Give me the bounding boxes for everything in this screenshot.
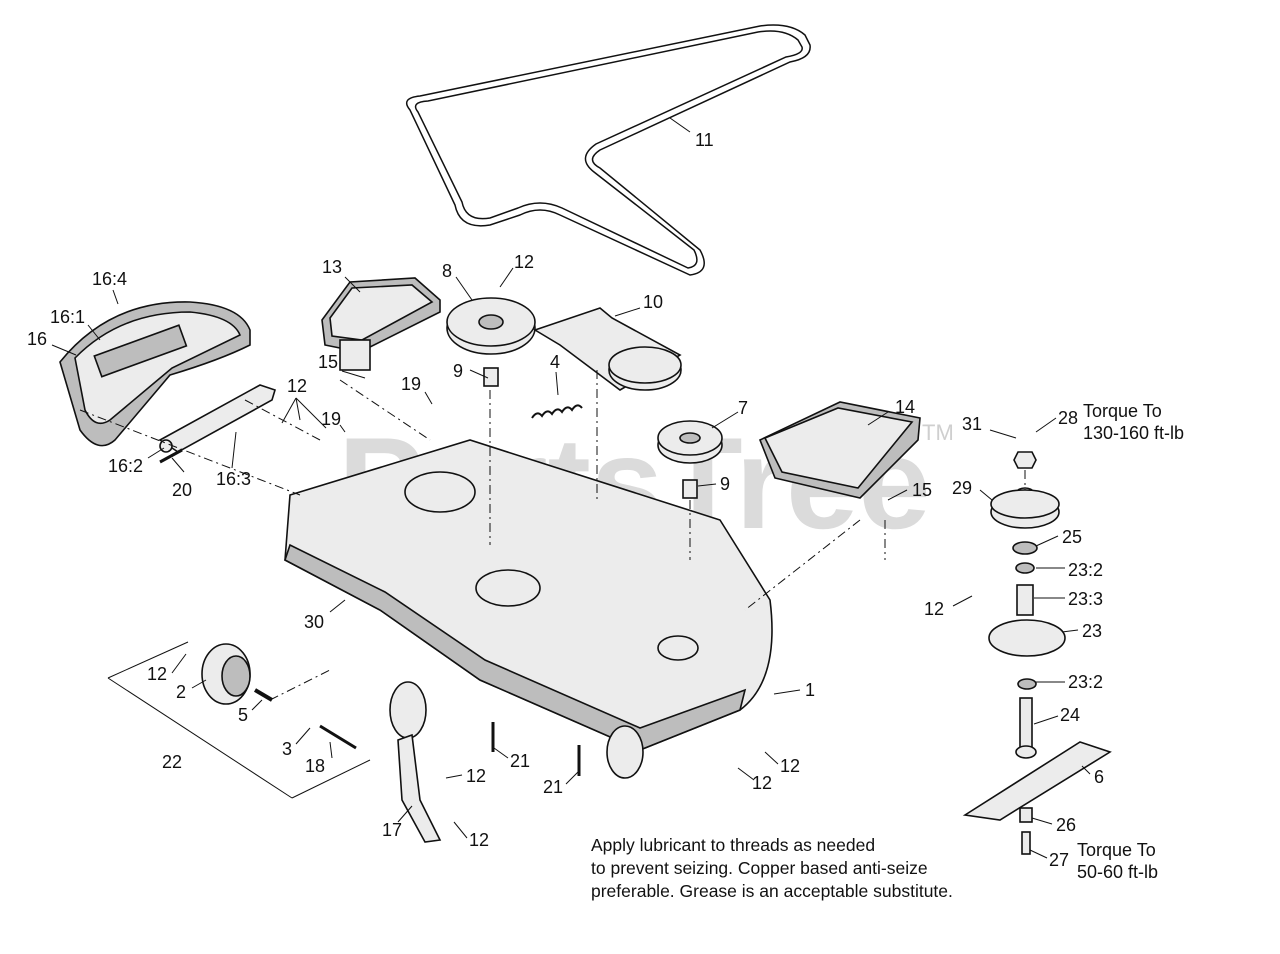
wheel-bracket-17	[397, 733, 442, 843]
torque-note-top: Torque To 130-160 ft-lb	[1083, 401, 1184, 443]
pulley-8	[446, 297, 536, 387]
callout-2: 2	[176, 682, 186, 702]
callout-16: 16	[27, 329, 47, 349]
callout-20: 20	[172, 480, 192, 500]
callout-15: 15	[318, 352, 338, 372]
lubricant-note-line2: to prevent seizing. Copper based anti-se…	[591, 858, 928, 878]
callout-12: 12	[287, 376, 307, 396]
callout-6: 6	[1094, 767, 1104, 787]
bracket-22	[107, 641, 371, 799]
callout-12: 12	[466, 766, 486, 786]
pin-20	[159, 448, 183, 464]
callout-labels: 11 13 8 12 10 16:4 16:1 16 15 9 4 12 19 …	[27, 130, 1104, 870]
idler-spring	[531, 404, 583, 419]
callout-12: 12	[514, 252, 534, 272]
deck-wheel	[389, 681, 644, 779]
callout-8: 8	[442, 261, 452, 281]
spindle-assembly	[962, 451, 1112, 855]
callout-18: 18	[305, 756, 325, 776]
alignment-lines	[79, 370, 1026, 701]
callout-21: 21	[510, 751, 530, 771]
callout-16-3: 16:3	[216, 469, 251, 489]
callout-29: 29	[952, 478, 972, 498]
lubricant-note-line3: preferable. Grease is an acceptable subs…	[591, 881, 953, 901]
pulley-7	[657, 420, 723, 499]
callout-31: 31	[962, 414, 982, 434]
lubricant-note: Apply lubricant to threads as needed to …	[591, 835, 953, 901]
idler-arm-assembly	[533, 307, 682, 391]
callout-12: 12	[752, 773, 772, 793]
callout-16-2: 16:2	[108, 456, 143, 476]
callout-11: 11	[695, 130, 714, 150]
torque-top-line1: Torque To	[1083, 401, 1162, 421]
callout-4: 4	[550, 352, 560, 372]
callout-15: 15	[912, 480, 932, 500]
callout-23-3: 23:3	[1068, 589, 1103, 609]
callout-23: 23	[1082, 621, 1102, 641]
right-belt-cover	[758, 401, 921, 499]
callout-9: 9	[453, 361, 463, 381]
callout-13: 13	[322, 257, 342, 277]
torque-bottom-line2: 50-60 ft-lb	[1077, 862, 1158, 882]
callout-23-2: 23:2	[1068, 560, 1103, 580]
trademark-text: TM	[922, 420, 954, 445]
drive-belt	[405, 24, 811, 276]
torque-top-line2: 130-160 ft-lb	[1083, 423, 1184, 443]
mower-deck	[284, 439, 773, 751]
left-belt-cover	[59, 301, 251, 447]
callout-25: 25	[1062, 527, 1082, 547]
callout-23-2: 23:2	[1068, 672, 1103, 692]
callout-27: 27	[1049, 850, 1069, 870]
callout-28: 28	[1058, 408, 1078, 428]
callout-5: 5	[238, 705, 248, 725]
callout-19: 19	[401, 374, 421, 394]
callout-7: 7	[738, 398, 748, 418]
callout-16-1: 16:1	[50, 307, 85, 327]
callout-3: 3	[282, 739, 292, 759]
callout-22: 22	[162, 752, 182, 772]
callout-17: 17	[382, 820, 402, 840]
callout-12: 12	[469, 830, 489, 850]
torque-note-bottom: Torque To 50-60 ft-lb	[1077, 840, 1158, 882]
callout-1: 1	[805, 680, 815, 700]
spacer-5	[253, 688, 274, 702]
callout-12: 12	[780, 756, 800, 776]
callout-12: 12	[924, 599, 944, 619]
callout-10: 10	[643, 292, 663, 312]
cover-bracket-16-2	[158, 384, 276, 453]
torque-bottom-line1: Torque To	[1077, 840, 1156, 860]
callout-12: 12	[147, 664, 167, 684]
callout-9: 9	[720, 474, 730, 494]
anti-scalp-wheel	[201, 643, 251, 705]
callout-14: 14	[895, 397, 915, 417]
lubricant-note-line1: Apply lubricant to threads as needed	[591, 835, 875, 855]
callout-24: 24	[1060, 705, 1080, 725]
center-belt-cover	[321, 277, 441, 371]
callout-30: 30	[304, 612, 324, 632]
bolt-18	[319, 724, 357, 750]
leader-lines	[51, 117, 1091, 859]
callout-26: 26	[1056, 815, 1076, 835]
callout-16-4: 16:4	[92, 269, 127, 289]
callout-21: 21	[543, 777, 563, 797]
callout-19: 19	[321, 409, 341, 429]
